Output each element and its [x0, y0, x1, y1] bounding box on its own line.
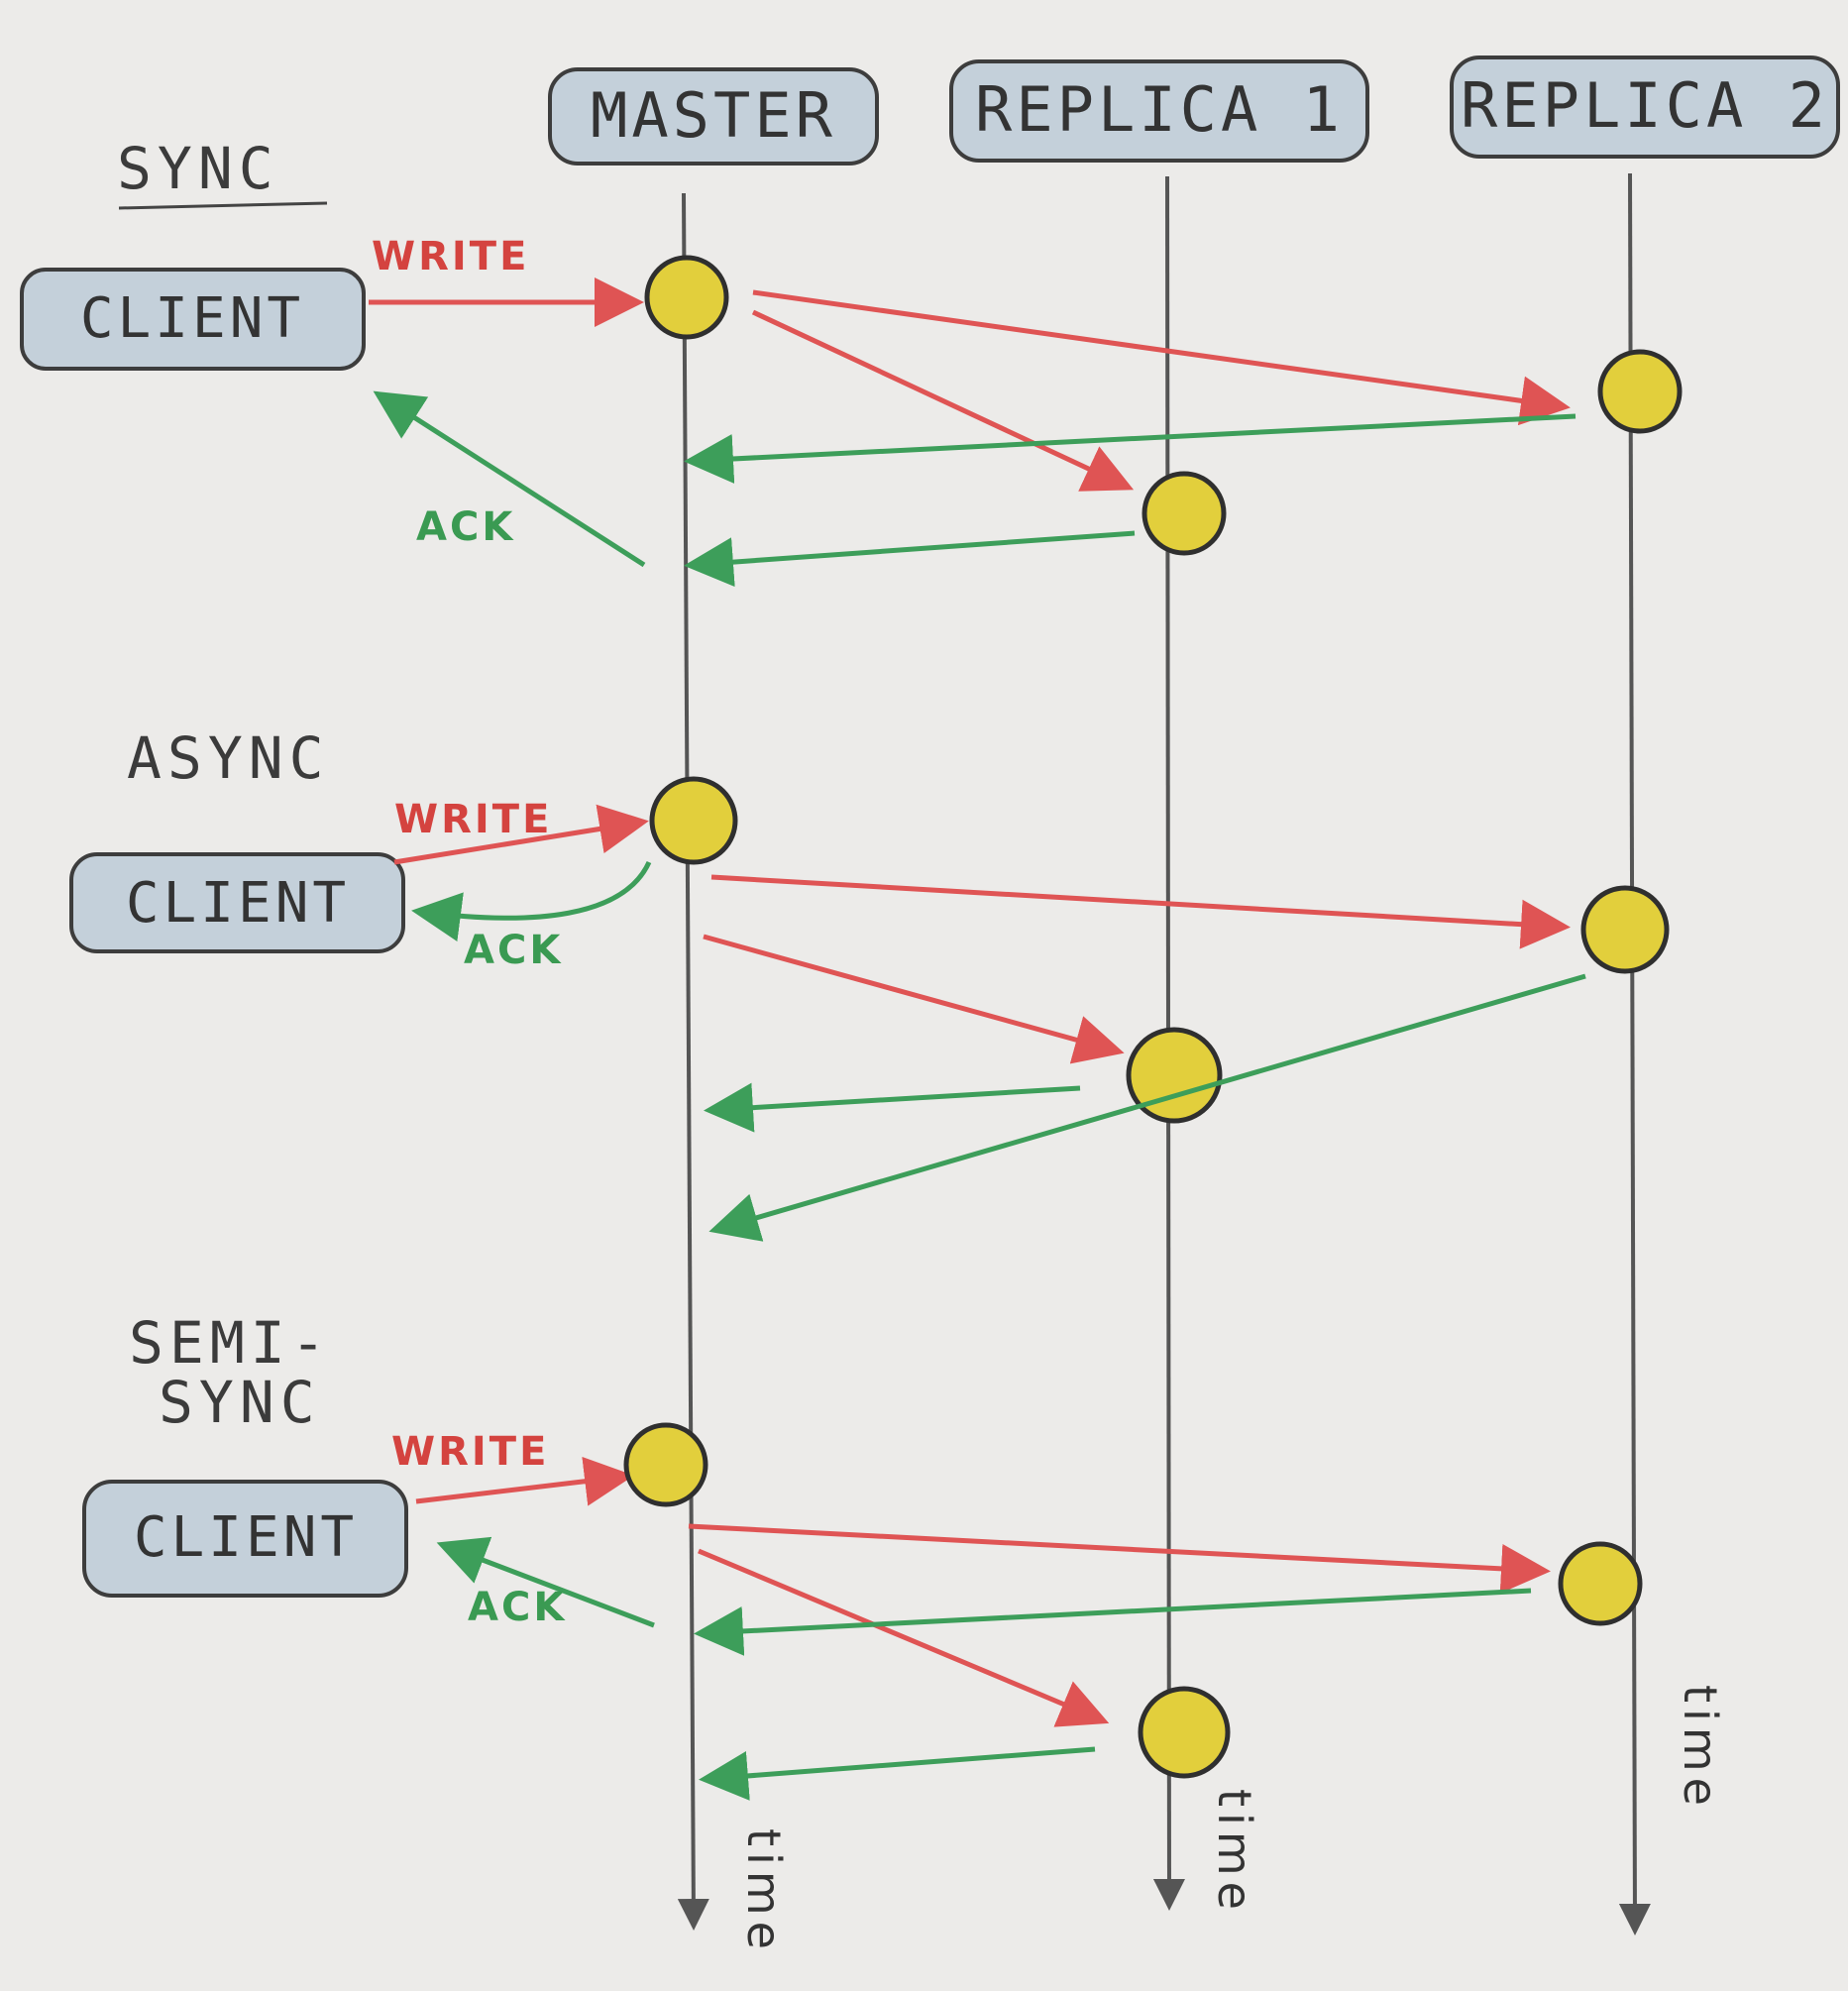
section-semisync-line2: SYNC — [159, 1369, 321, 1436]
section-async: ASYNC — [127, 724, 330, 792]
ack-r1-async — [704, 1082, 1081, 1133]
master-lifeline — [677, 192, 709, 1931]
master-label: MASTER — [591, 79, 836, 152]
replica1-event-async — [1126, 1027, 1223, 1124]
time-label-replica2: time — [1674, 1685, 1727, 1812]
replica2-event-async — [1580, 885, 1670, 974]
replicate-r1-sync — [751, 309, 1135, 492]
replica2-event-semisync — [1558, 1541, 1643, 1626]
replica2-event-sync — [1597, 349, 1683, 434]
ack-r1-sync — [684, 530, 1136, 588]
replica2-label: REPLICA 2 — [1461, 69, 1829, 142]
replica1-event-sync — [1141, 471, 1227, 556]
ack-client-semisync — [436, 1536, 655, 1628]
write-label-semisync: WRITE — [391, 1429, 549, 1475]
section-sync: SYNC — [117, 135, 279, 202]
ack-client-async — [411, 860, 652, 941]
replicate-r2-async — [710, 874, 1571, 949]
ack-r2-sync — [684, 413, 1576, 484]
client-sync-label: CLIENT — [80, 286, 304, 351]
ack-r2-async — [708, 973, 1586, 1242]
write-label-sync: WRITE — [372, 234, 529, 279]
write-arrow-semisync — [415, 1456, 634, 1506]
replica1-event-semisync — [1138, 1686, 1231, 1779]
client-async: CLIENT — [69, 852, 405, 953]
replicate-r1-async — [703, 934, 1125, 1064]
master-event-async — [649, 776, 738, 865]
time-label-replica1: time — [1208, 1789, 1261, 1916]
section-semisync-line1: SEMI- — [129, 1309, 332, 1377]
master-node: MASTER — [548, 67, 879, 166]
replicate-r2-sync — [752, 289, 1571, 426]
client-semisync-label: CLIENT — [134, 1505, 358, 1570]
write-label-async: WRITE — [394, 797, 552, 842]
ack-client-sync — [373, 390, 646, 568]
ack-r2-semisync — [694, 1588, 1532, 1656]
ack-r1-semisync — [699, 1746, 1096, 1801]
master-event-semisync — [623, 1422, 708, 1507]
replica2-lifeline — [1618, 172, 1651, 1936]
client-sync: CLIENT — [20, 268, 366, 371]
replica1-label: REPLICA 1 — [975, 73, 1344, 146]
replicate-r1-semisync — [698, 1548, 1110, 1727]
time-label-master: time — [737, 1828, 791, 1955]
replica1-node: REPLICA 1 — [949, 59, 1369, 163]
ack-label-async: ACK — [464, 928, 563, 973]
replica2-node: REPLICA 2 — [1450, 55, 1840, 159]
replicate-r2-semisync — [688, 1523, 1551, 1594]
client-semisync: CLIENT — [82, 1480, 408, 1598]
sync-underline — [118, 201, 328, 210]
ack-label-sync: ACK — [416, 504, 515, 550]
ack-label-semisync: ACK — [468, 1585, 567, 1630]
master-event-sync — [644, 255, 729, 340]
write-arrow-async — [393, 804, 649, 865]
client-async-label: CLIENT — [126, 871, 350, 936]
